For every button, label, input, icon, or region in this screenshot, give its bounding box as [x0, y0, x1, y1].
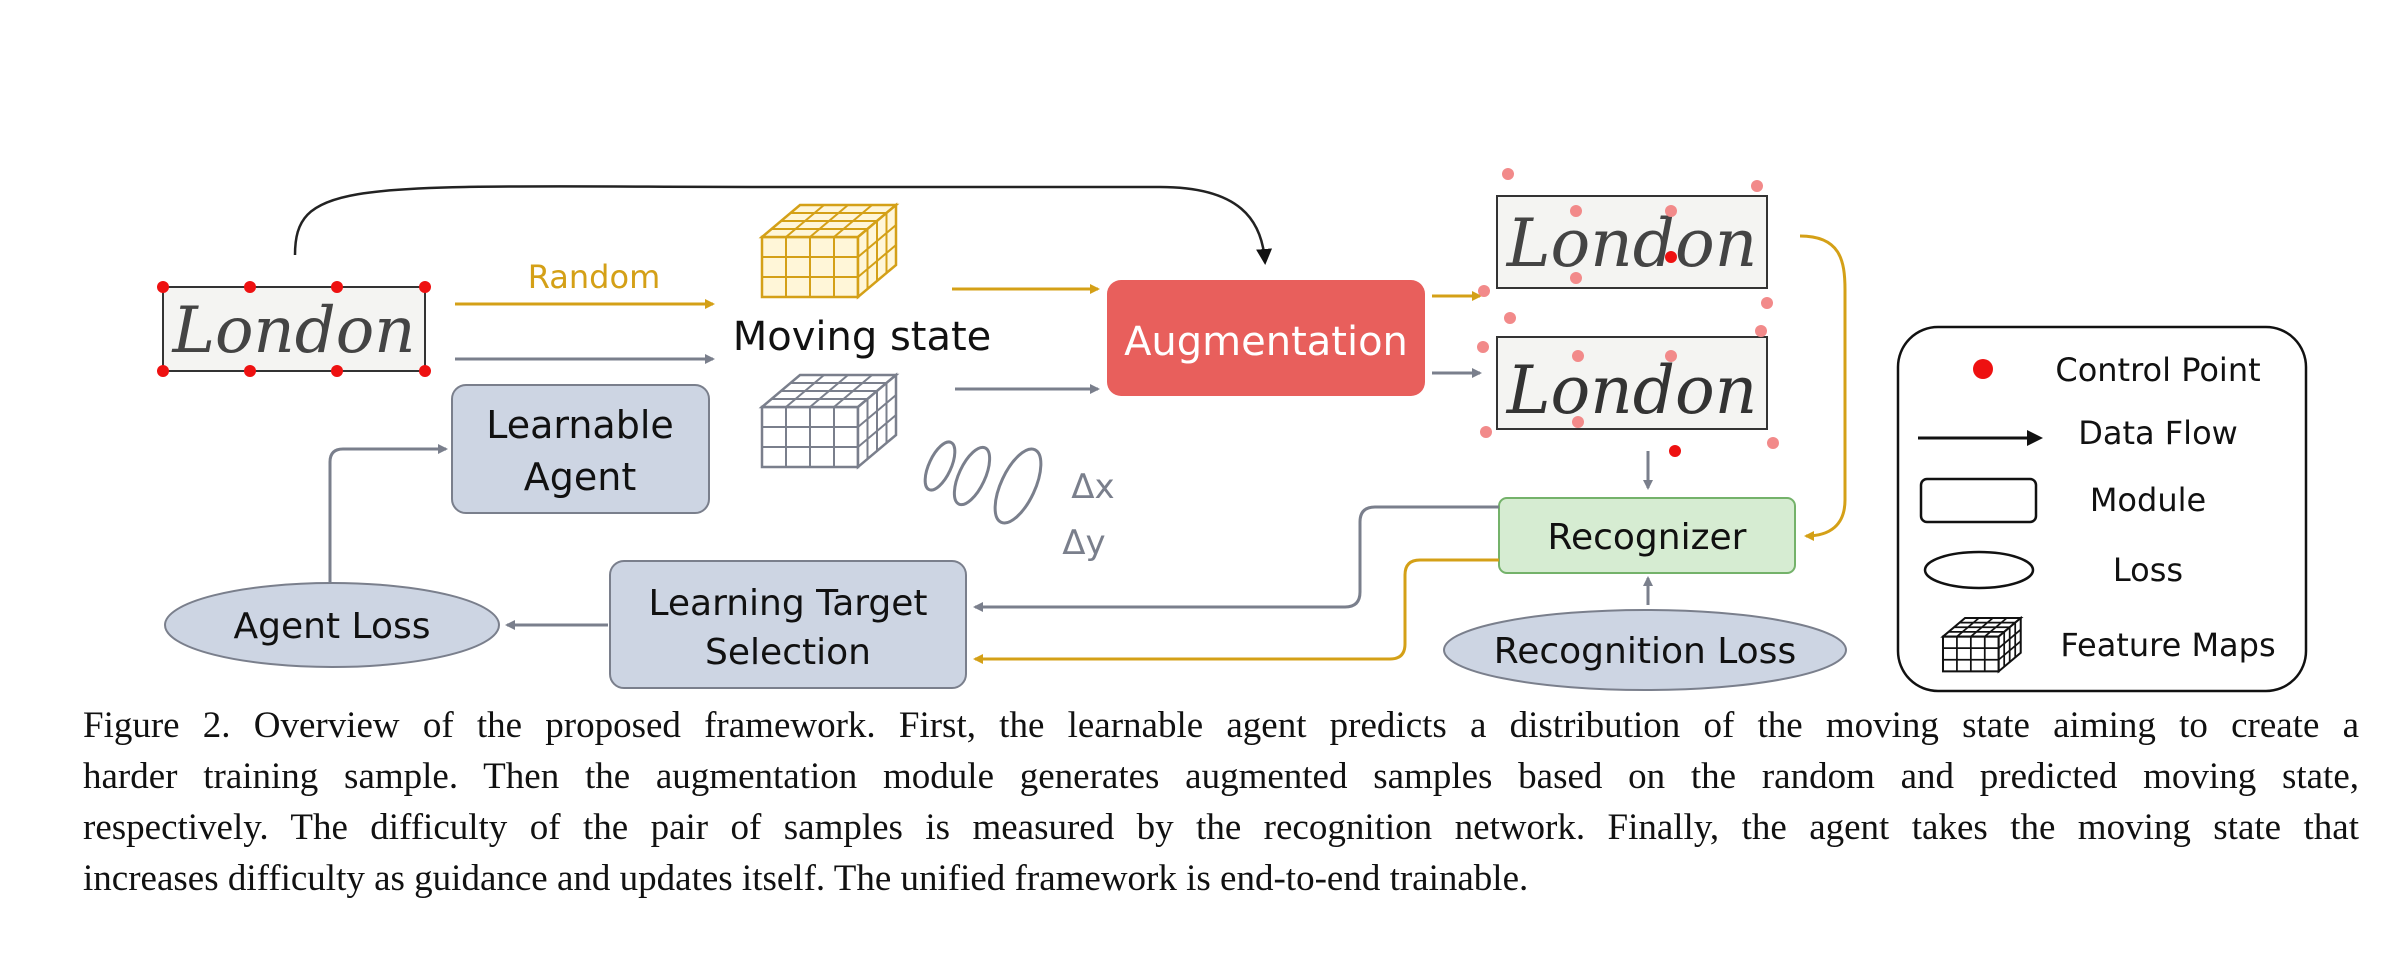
caption-line-2: harder training sample. Then the augment… [83, 756, 2359, 797]
control-point-icon [1973, 359, 1993, 379]
agent-loss-label: Agent Loss [234, 606, 431, 647]
recognition-loss-ellipse [1443, 609, 1847, 691]
module-icon [1919, 477, 2038, 524]
loss-icon [1923, 550, 2035, 590]
recognition-loss-label: Recognition Loss [1494, 631, 1796, 672]
skip-arrow [293, 185, 1273, 265]
augmentation-label: Augmentation [1124, 319, 1408, 365]
learnable-agent-line2: Agent [524, 455, 636, 499]
legend: Control Point Data Flow Module Loss Feat… [1896, 325, 2308, 693]
caption-line-1: Figure 2. Overview of the proposed frame… [83, 705, 2359, 746]
delta-x-label: Δx [1071, 467, 1114, 507]
recognizer-to-selection-gold-arrow [973, 558, 1499, 664]
moving-state-label: Moving state [733, 314, 992, 360]
legend-feature-maps: Feature Maps [2060, 626, 2275, 664]
recognizer-label: Recognizer [1548, 517, 1747, 558]
augmented-word-1: London [1506, 205, 1758, 282]
random-label: Random [528, 258, 660, 296]
predicted-state-feature-map [760, 373, 898, 469]
input-word: London [172, 294, 416, 368]
agent-loss-to-agent-arrow [328, 444, 448, 583]
input-image: London [157, 281, 431, 377]
random-state-feature-map [760, 203, 898, 299]
figure-caption: Figure 2. Overview of the proposed frame… [83, 700, 2359, 904]
legend-module: Module [2090, 481, 2206, 519]
recognizer-to-selection-gray-arrow [973, 505, 1499, 612]
augmentation-module [1107, 280, 1425, 396]
legend-control-point: Control Point [2055, 351, 2260, 389]
learning-target-line1: Learning Target [648, 583, 927, 624]
caption-line-3: respectively. The difficulty of the pair… [83, 807, 2359, 848]
augmented-sample-hard: London [1477, 325, 1779, 457]
recognizer-module [1498, 497, 1796, 574]
augmented-word-2: London [1506, 352, 1758, 429]
learnable-agent-module [451, 384, 710, 514]
agent-loss-ellipse [164, 582, 500, 668]
random-sample-to-recognizer-arrow [1799, 234, 1847, 541]
legend-data-flow: Data Flow [2078, 414, 2238, 452]
legend-box [1896, 325, 2308, 693]
learnable-agent-line1: Learnable [486, 403, 674, 447]
caption-line-4: increases difficulty as guidance and upd… [83, 858, 1529, 899]
legend-loss: Loss [2113, 551, 2183, 589]
augmented-sample-random: London [1478, 168, 1773, 324]
feature-maps-icon [1940, 615, 2024, 674]
delta-y-label: Δy [1062, 523, 1105, 563]
learning-target-selection-module [609, 560, 967, 689]
framework-diagram: London Random Moving state Δx Δy Augment… [157, 168, 2308, 693]
learning-target-line2: Selection [705, 632, 871, 673]
distribution-ellipses [923, 440, 1043, 525]
